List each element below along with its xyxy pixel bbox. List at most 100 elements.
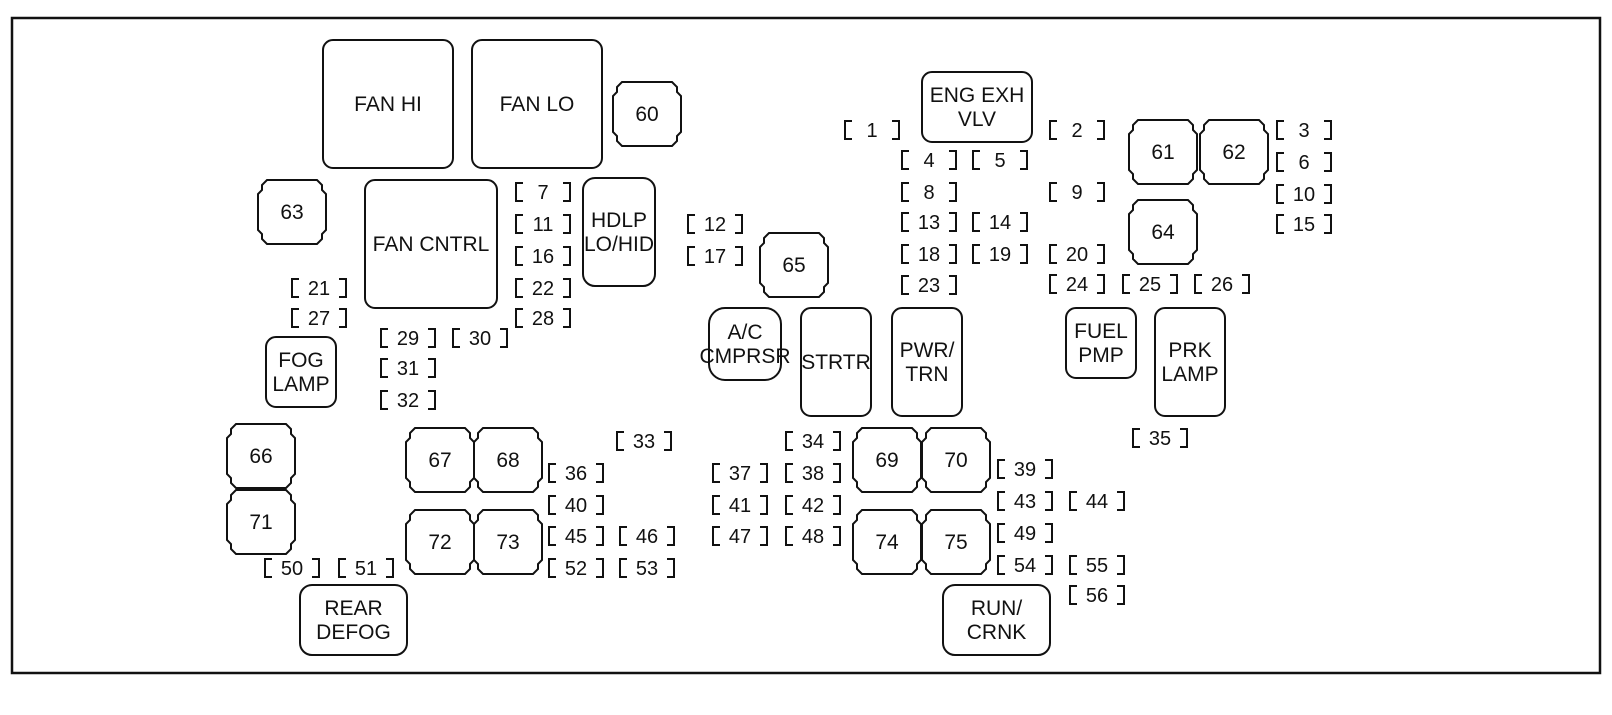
relay-label: FUEL — [1074, 320, 1128, 343]
fuse-bracket-left — [1276, 184, 1284, 204]
relay-label: CRNK — [967, 621, 1027, 644]
fuse-number: 16 — [532, 246, 554, 268]
fuse-31: 31 — [380, 358, 436, 380]
fuse-33: 33 — [616, 431, 672, 453]
relay-housing — [364, 179, 498, 309]
micro-relay-housing — [405, 509, 475, 575]
relay-label: CMPRSR — [699, 345, 790, 368]
fuse-number: 48 — [802, 526, 824, 548]
fuse-9: 9 — [1049, 182, 1105, 204]
fuse-bracket-right — [1020, 212, 1028, 232]
fuse-number: 22 — [532, 278, 554, 300]
fuse-bracket-right — [563, 308, 571, 328]
relay-housing — [471, 39, 603, 169]
fuse-bracket-right — [563, 214, 571, 234]
fuse-35: 35 — [1132, 428, 1188, 450]
fuse-number: 9 — [1071, 182, 1082, 204]
fuse-bracket-left — [338, 558, 346, 578]
fuse-number: 38 — [802, 463, 824, 485]
fuse-bracket-right — [833, 495, 841, 515]
fuse-bracket-right — [760, 495, 768, 515]
fuse-number: 21 — [308, 278, 330, 300]
relay-strtr: STRTR — [800, 307, 872, 417]
fuse-53: 53 — [619, 558, 675, 580]
fuse-1: 1 — [844, 120, 900, 142]
fuse-bracket-left — [1276, 120, 1284, 140]
fuse-bracket-right — [563, 182, 571, 202]
fuse-number: 42 — [802, 495, 824, 517]
relay-pwr-trn: PWR/TRN — [891, 307, 963, 417]
fuse-bracket-right — [664, 431, 672, 451]
fuse-number: 32 — [397, 390, 419, 412]
fuse-25: 25 — [1122, 274, 1178, 296]
fuse-number: 13 — [918, 212, 940, 234]
relay-housing — [1065, 307, 1137, 379]
fuse-bracket-right — [500, 328, 508, 348]
fuse-bracket-right — [760, 463, 768, 483]
fuse-11: 11 — [515, 214, 571, 236]
relay-label: VLV — [958, 108, 996, 131]
micro-relay-64: 64 — [1128, 199, 1198, 265]
fuse-number: 31 — [397, 358, 419, 380]
fuse-5: 5 — [972, 150, 1028, 172]
fuse-number: 45 — [565, 526, 587, 548]
fuse-18: 18 — [901, 244, 957, 266]
fuse-50: 50 — [264, 558, 320, 580]
micro-relay-72: 72 — [405, 509, 475, 575]
fuse-3: 3 — [1276, 120, 1332, 142]
fuse-bracket-left — [619, 526, 627, 546]
fuse-number: 24 — [1066, 274, 1088, 296]
fuse-bracket-left — [380, 390, 388, 410]
micro-relay-label: 71 — [249, 511, 272, 534]
fuse-number: 18 — [918, 244, 940, 266]
fuse-number: 36 — [565, 463, 587, 485]
micro-relay-67: 67 — [405, 427, 475, 493]
fuse-bracket-right — [596, 526, 604, 546]
micro-relay-68: 68 — [473, 427, 543, 493]
relay-housing — [322, 39, 454, 169]
fuse-bracket-right — [949, 212, 957, 232]
fuse-bracket-left — [515, 278, 523, 298]
fuse-bracket-right — [833, 431, 841, 451]
fuse-32: 32 — [380, 390, 436, 412]
relay-label: PMP — [1078, 344, 1124, 367]
fuse-6: 6 — [1276, 152, 1332, 174]
fuse-bracket-left — [844, 120, 852, 140]
fuse-number: 44 — [1086, 491, 1108, 513]
fuse-bracket-left — [901, 275, 909, 295]
fuse-bracket-left — [1276, 214, 1284, 234]
micro-relay-66: 66 — [226, 423, 296, 489]
relay-housing — [582, 177, 656, 287]
fuse-14: 14 — [972, 212, 1028, 234]
fuse-number: 40 — [565, 495, 587, 517]
fuse-41: 41 — [712, 495, 768, 517]
fuse-bracket-right — [1324, 214, 1332, 234]
fuse-40: 40 — [548, 495, 604, 517]
fuse-number: 19 — [989, 244, 1011, 266]
fuse-bracket-left — [515, 246, 523, 266]
fuse-bracket-right — [1324, 120, 1332, 140]
fuse-bracket-left — [1069, 555, 1077, 575]
fuse-bracket-right — [1097, 244, 1105, 264]
fuse-bracket-left — [616, 431, 624, 451]
fuse-number: 12 — [704, 214, 726, 236]
fuse-number: 1 — [866, 120, 877, 142]
fuse-30: 30 — [452, 328, 508, 350]
micro-relay-label: 70 — [944, 449, 967, 472]
fuse-bracket-left — [1049, 274, 1057, 294]
fuse-bracket-right — [428, 390, 436, 410]
fuse-number: 35 — [1149, 428, 1171, 450]
relay-housing — [265, 336, 337, 408]
fuse-bracket-right — [1117, 491, 1125, 511]
fuse-4: 4 — [901, 150, 957, 172]
fuse-number: 30 — [469, 328, 491, 350]
fuse-bracket-right — [596, 495, 604, 515]
fuse-bracket-right — [428, 358, 436, 378]
fuse-bracket-right — [1324, 184, 1332, 204]
fuse-46: 46 — [619, 526, 675, 548]
fuse-bracket-left — [619, 558, 627, 578]
